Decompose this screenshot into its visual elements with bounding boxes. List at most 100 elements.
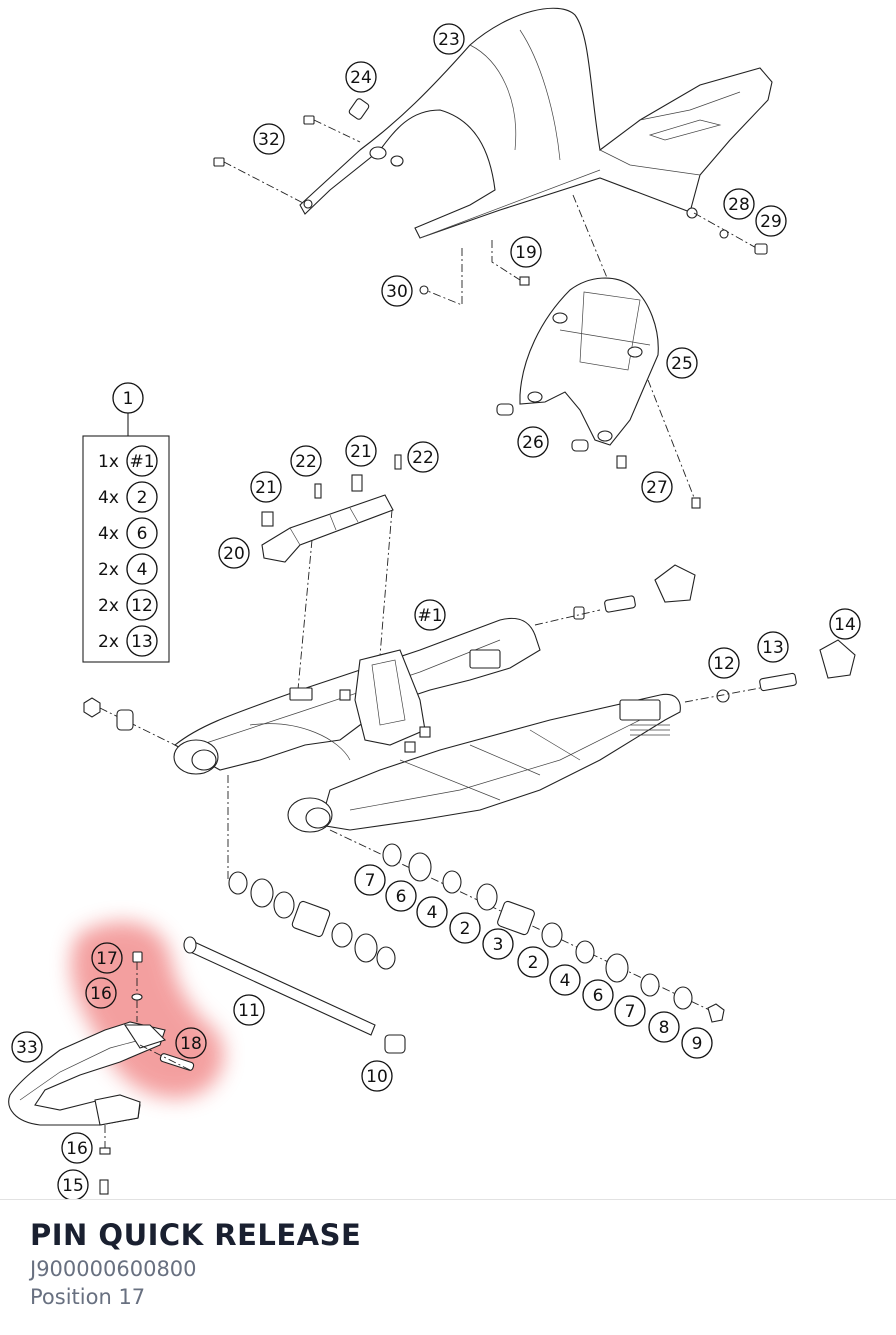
callout-labels: 1223446677891011121314151616171819202121… (11, 23, 861, 1200)
kit-contents-box (82, 413, 170, 663)
callout-4[interactable]: 4 (549, 964, 581, 996)
kit-row: 2x 4 (98, 553, 158, 585)
callout-32[interactable]: 32 (253, 123, 285, 155)
part-number: J900000600800 (30, 1257, 197, 1281)
callout-24[interactable]: 24 (345, 61, 377, 93)
callout-28[interactable]: 28 (723, 188, 755, 220)
callout-circle (755, 205, 787, 237)
callout-16[interactable]: 16 (85, 977, 117, 1009)
callout-circle (407, 441, 439, 473)
callout-30[interactable]: 30 (381, 275, 413, 307)
callout-21[interactable]: 21 (345, 435, 377, 467)
callout-26[interactable]: 26 (517, 426, 549, 458)
callout-2[interactable]: 2 (449, 912, 481, 944)
kit-row-reference[interactable]: #1 (129, 452, 154, 472)
kit-row: 4x 6 (98, 517, 158, 549)
callout-number: 14 (834, 615, 856, 635)
callout-16[interactable]: 16 (61, 1132, 93, 1164)
callout-19[interactable]: 19 (510, 236, 542, 268)
callout-7[interactable]: 7 (354, 864, 386, 896)
callout-circle (361, 1060, 393, 1092)
callout-1[interactable]: 1 (112, 382, 144, 414)
callout-2[interactable]: 2 (517, 946, 549, 978)
callout-number: 13 (762, 638, 784, 658)
callout-circle (290, 445, 322, 477)
chain-guard[interactable] (496, 277, 701, 509)
kit-row-reference[interactable]: 12 (131, 596, 153, 616)
quick-release-pin-assembly[interactable] (99, 951, 195, 1195)
swingarm-axle[interactable] (183, 936, 406, 1054)
callout-circle (218, 537, 250, 569)
callout-number: 7 (365, 871, 376, 891)
callout-18[interactable]: 18 (175, 1027, 207, 1059)
callout-12[interactable]: 12 (708, 647, 740, 679)
callout-number: 22 (295, 452, 317, 472)
callout-number: 7 (625, 1002, 636, 1022)
callout-7[interactable]: 7 (614, 995, 646, 1027)
callout-6[interactable]: 6 (582, 979, 614, 1011)
callout-11[interactable]: 11 (233, 994, 265, 1026)
callout-10[interactable]: 10 (361, 1060, 393, 1092)
callout-circle (757, 631, 789, 663)
callout-circle (549, 964, 581, 996)
callout-23[interactable]: 23 (433, 23, 465, 55)
kit-row-circle (126, 553, 158, 585)
callout-33[interactable]: 33 (11, 1031, 43, 1063)
callout-22[interactable]: 22 (407, 441, 439, 473)
callout-number: 6 (593, 986, 604, 1006)
callout-21[interactable]: 21 (250, 471, 282, 503)
kit-row-quantity: 4x (98, 524, 119, 544)
callout-circle (510, 236, 542, 268)
chain-slider[interactable] (261, 454, 402, 701)
callout-3[interactable]: 3 (482, 928, 514, 960)
callout-14[interactable]: 14 (829, 608, 861, 640)
callout-9[interactable]: 9 (681, 1027, 713, 1059)
callout-number: 29 (760, 212, 782, 232)
callout-22[interactable]: 22 (290, 445, 322, 477)
callout-4[interactable]: 4 (416, 896, 448, 928)
callout-27[interactable]: 27 (641, 471, 673, 503)
callout-circle (175, 1027, 207, 1059)
callout-number: 18 (180, 1034, 202, 1054)
kit-row-quantity: 2x (98, 560, 119, 580)
callout-kit-1[interactable]: #1 (414, 599, 446, 631)
callout-20[interactable]: 20 (218, 537, 250, 569)
kit-row-reference[interactable]: 6 (137, 524, 148, 544)
callout-6[interactable]: 6 (385, 880, 417, 912)
callout-17[interactable]: 17 (91, 942, 123, 974)
rear-fender[interactable] (299, 7, 773, 239)
swingarm[interactable] (173, 617, 681, 833)
kit-row-reference[interactable]: 13 (131, 632, 153, 652)
callout-number: 4 (560, 971, 571, 991)
kit-row-reference[interactable]: 4 (137, 560, 148, 580)
callout-13[interactable]: 13 (757, 631, 789, 663)
callout-number: 23 (438, 30, 460, 50)
callout-25[interactable]: 25 (666, 347, 698, 379)
kit-row: 1x#1 (98, 445, 158, 477)
callout-circle (614, 995, 646, 1027)
callout-circle (723, 188, 755, 220)
callout-circle (61, 1132, 93, 1164)
callout-number: 26 (522, 433, 544, 453)
chain-guide[interactable] (8, 1021, 166, 1126)
callout-circle (641, 471, 673, 503)
callout-circle (648, 1011, 680, 1043)
callout-circle (416, 896, 448, 928)
callout-circle (517, 946, 549, 978)
kit-row: 4x 2 (98, 481, 158, 513)
callout-circle (381, 275, 413, 307)
callout-number: 21 (255, 478, 277, 498)
callout-number: 2 (528, 953, 539, 973)
kit-row-reference[interactable]: 2 (137, 488, 148, 508)
callout-29[interactable]: 29 (755, 205, 787, 237)
callout-8[interactable]: 8 (648, 1011, 680, 1043)
callout-number: 24 (350, 68, 372, 88)
callout-circle (345, 435, 377, 467)
kit-row-quantity: 4x (98, 488, 119, 508)
callout-circle (681, 1027, 713, 1059)
callout-15[interactable]: 15 (57, 1169, 89, 1200)
callout-number: 10 (366, 1067, 388, 1087)
callout-number: 12 (713, 654, 735, 674)
